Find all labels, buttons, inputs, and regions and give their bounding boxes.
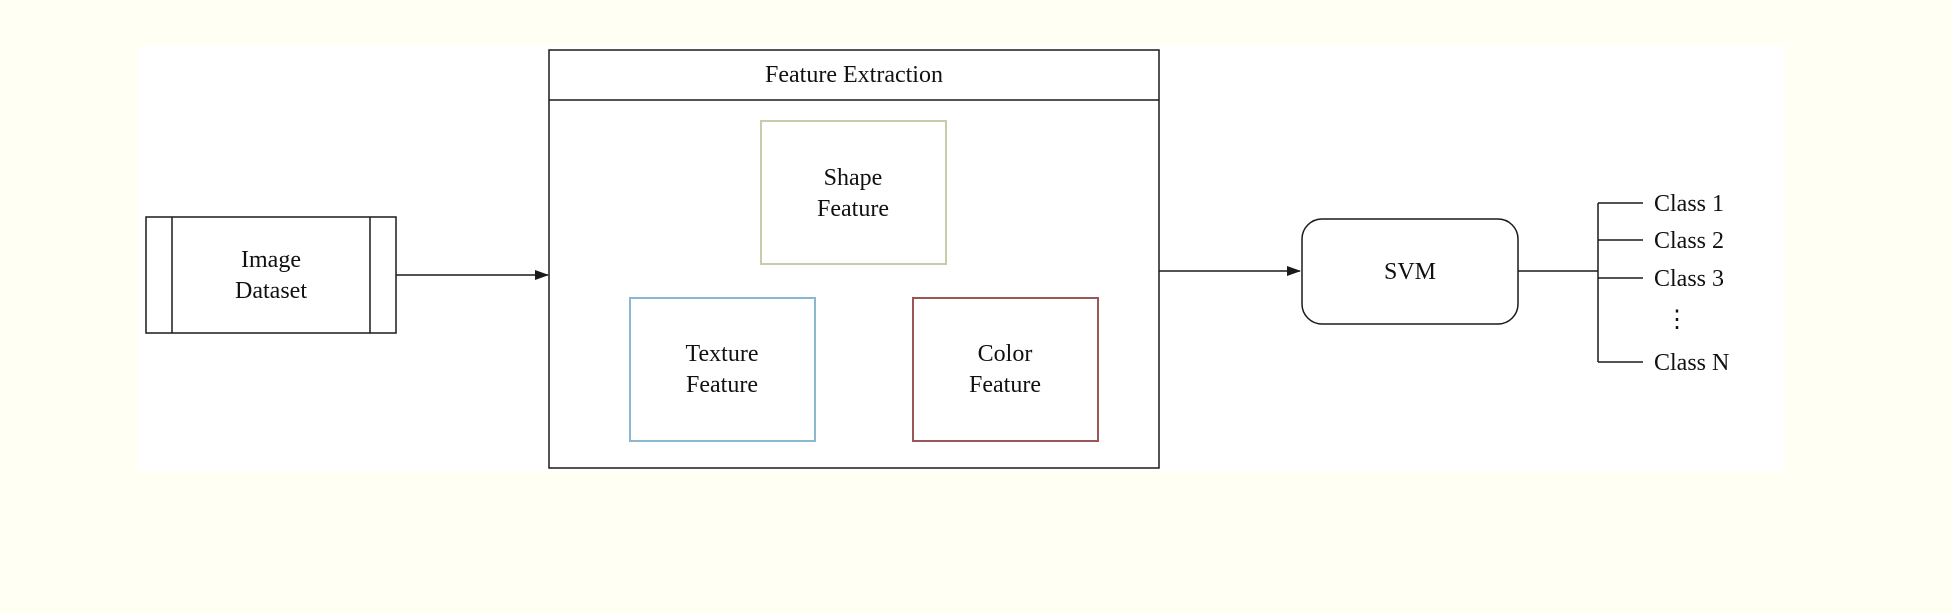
- svm-node: SVM: [1301, 218, 1519, 325]
- class-ellipsis: ⋮: [1665, 307, 1689, 333]
- class-1-label: Class 1: [1654, 191, 1724, 217]
- feature-extraction-title: Feature Extraction: [765, 62, 943, 88]
- image-dataset-label-line1: Image: [241, 247, 301, 273]
- shape-feature-label-line1: Shape: [824, 165, 883, 191]
- shape-feature-label-line2: Feature: [817, 196, 889, 222]
- color-feature-label-line2: Feature: [969, 372, 1041, 398]
- texture-feature-node: Texture Feature: [629, 297, 816, 442]
- image-dataset-label-line2: Dataset: [235, 278, 307, 304]
- shape-feature-node: Shape Feature: [760, 120, 947, 265]
- texture-feature-label-line2: Feature: [686, 372, 758, 398]
- image-dataset-node: Image Dataset: [145, 216, 397, 334]
- class-n-label: Class N: [1654, 350, 1729, 376]
- color-feature-node: Color Feature: [912, 297, 1099, 442]
- class-3-label: Class 3: [1654, 266, 1724, 292]
- texture-feature-label-line1: Texture: [686, 341, 759, 367]
- class-2-label: Class 2: [1654, 228, 1724, 254]
- svm-label: SVM: [1384, 259, 1436, 285]
- color-feature-label-line1: Color: [978, 341, 1033, 367]
- output-bracket: [1518, 202, 1643, 363]
